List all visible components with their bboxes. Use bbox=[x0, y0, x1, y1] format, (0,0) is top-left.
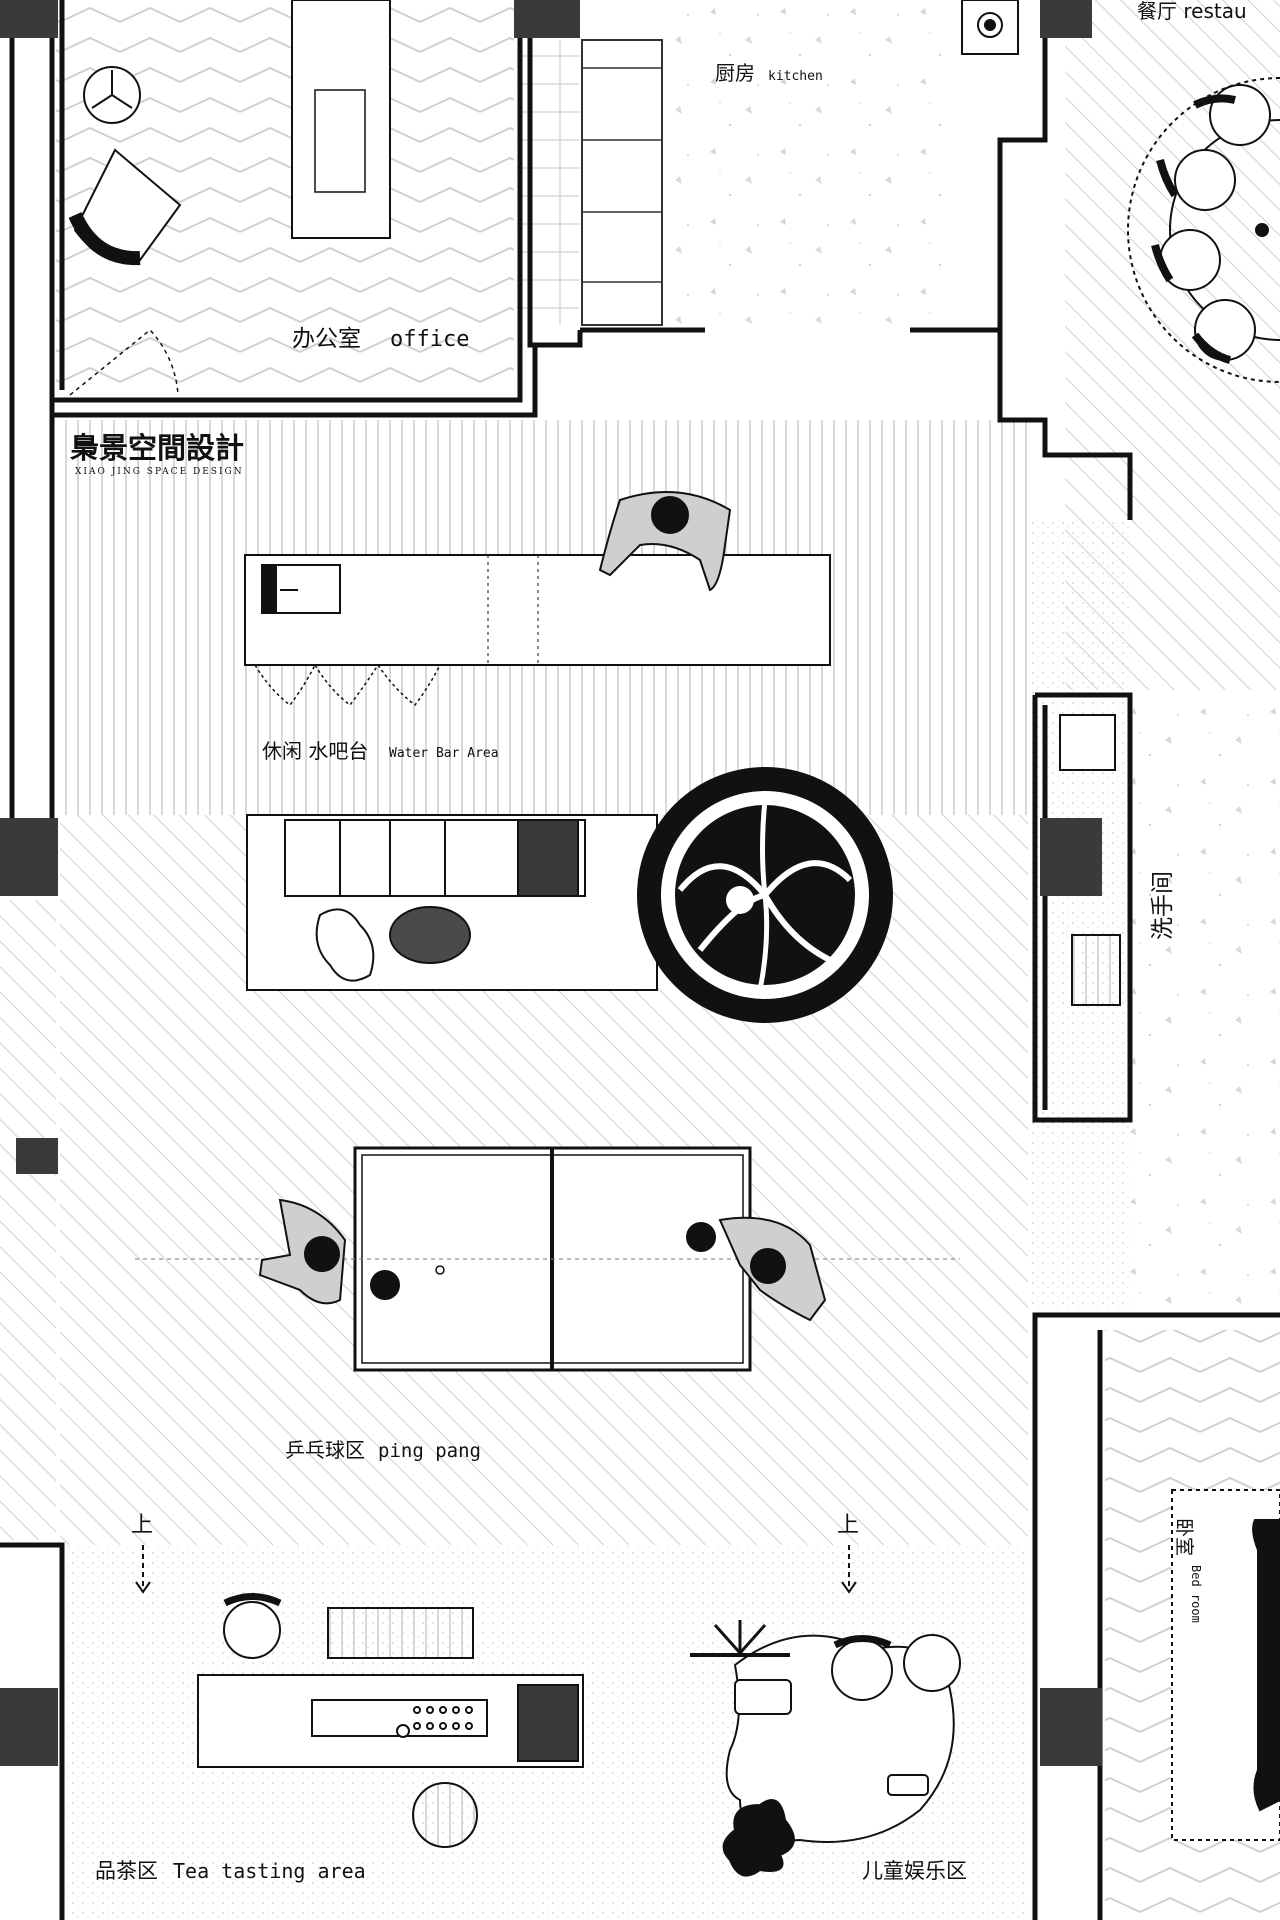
water-bar-counter bbox=[244, 554, 831, 707]
kitchen-label-cn: 厨房 bbox=[715, 61, 755, 85]
office-label-cn: 办公室 bbox=[292, 326, 361, 352]
column bbox=[16, 1138, 58, 1174]
kids-stool bbox=[734, 1679, 792, 1715]
restaurant-chair bbox=[1174, 149, 1236, 211]
office-wall bbox=[49, 0, 523, 403]
restroom-vanity bbox=[1059, 714, 1121, 1006]
column bbox=[0, 818, 58, 896]
kitchen-side-strip bbox=[517, 40, 579, 325]
kitchen-counter-left bbox=[581, 39, 663, 326]
stair-up-left: 上 bbox=[131, 1513, 153, 1538]
kitchen-cabinet-lines bbox=[582, 67, 662, 283]
kitchen-label-en: kitchen bbox=[768, 69, 823, 84]
kitchen-wall-left bbox=[527, 0, 583, 348]
ping-pang-label-en: ping pang bbox=[378, 1440, 481, 1462]
office-furniture bbox=[68, 0, 391, 396]
bedroom-bed bbox=[1171, 1489, 1280, 1841]
restroom-label: 洗手间 bbox=[1150, 871, 1176, 940]
tea-bench bbox=[327, 1607, 474, 1659]
column bbox=[1040, 818, 1102, 896]
kids-label: 儿童娱乐区 bbox=[862, 1859, 967, 1883]
restaurant-table bbox=[1127, 77, 1280, 383]
stair-arrows bbox=[135, 1545, 857, 1594]
column bbox=[0, 0, 58, 38]
restroom-floor bbox=[1130, 690, 1280, 1310]
bar-stool-swing bbox=[377, 664, 441, 707]
restaurant-chair bbox=[1159, 229, 1221, 291]
bedroom-label-en: Bed room bbox=[1189, 1565, 1203, 1623]
brand-logo: 梟景空間設計 XIAO JING SPACE DESIGN bbox=[69, 431, 244, 477]
column bbox=[514, 0, 580, 38]
toy-car bbox=[887, 1774, 929, 1796]
person-bartender bbox=[598, 491, 732, 592]
tea-label-en: Tea tasting area bbox=[173, 1859, 366, 1883]
lounge-left-wall bbox=[0, 1542, 65, 1920]
stair-up-right: 上 bbox=[837, 1513, 859, 1538]
tea-table bbox=[197, 1593, 584, 1848]
tea-rattan-chair bbox=[412, 1782, 478, 1848]
kids-chair bbox=[831, 1639, 893, 1701]
kids-area bbox=[690, 1620, 961, 1877]
office-desk bbox=[291, 0, 391, 239]
desk-drawer bbox=[314, 89, 366, 193]
tree-icon bbox=[637, 767, 893, 1023]
brand-name-cn: 梟景空間設計 bbox=[69, 431, 244, 465]
planter-bench bbox=[246, 814, 658, 991]
tea-chair bbox=[223, 1601, 281, 1659]
person-player-left bbox=[258, 1198, 400, 1305]
water-bar-label-cn: 休闲 水吧台 bbox=[262, 739, 368, 763]
column bbox=[0, 1688, 58, 1766]
restaurant-label: 餐厅 restau bbox=[1137, 0, 1247, 23]
restaurant-chair bbox=[1209, 84, 1271, 146]
column bbox=[1040, 0, 1092, 38]
room-labels: 餐厅 restau 厨房 kitchen 办公室 office 休闲 水吧台 W… bbox=[95, 0, 1247, 1883]
tea-label-cn: 品茶区 bbox=[95, 1859, 158, 1883]
landscape-rock-outline bbox=[315, 908, 375, 982]
office-label-en: office bbox=[390, 327, 469, 352]
west-strip bbox=[0, 900, 56, 1540]
ping-pang-label-cn: 乒乓球区 bbox=[285, 1438, 365, 1462]
kitchen-stove bbox=[961, 0, 1019, 55]
water-bar-label-en: Water Bar Area bbox=[389, 746, 499, 761]
restroom-wall bbox=[1032, 692, 1133, 1123]
kids-ball bbox=[903, 1634, 961, 1692]
person-player-right bbox=[686, 1216, 827, 1322]
bedroom-label-cn: 卧室 bbox=[1173, 1518, 1195, 1556]
water-bar-top-wall bbox=[52, 345, 538, 418]
toy-bear bbox=[722, 1799, 795, 1877]
restaurant-chair bbox=[1194, 299, 1256, 361]
kitchen-floor bbox=[662, 0, 952, 325]
ping-pong-table bbox=[135, 1146, 960, 1372]
column bbox=[1040, 1688, 1102, 1766]
landscape-rock bbox=[389, 906, 471, 964]
water-bar-top-wall-r bbox=[997, 330, 1133, 520]
brand-name-en: XIAO JING SPACE DESIGN bbox=[75, 467, 244, 477]
bedroom-wall bbox=[1032, 1312, 1280, 1920]
